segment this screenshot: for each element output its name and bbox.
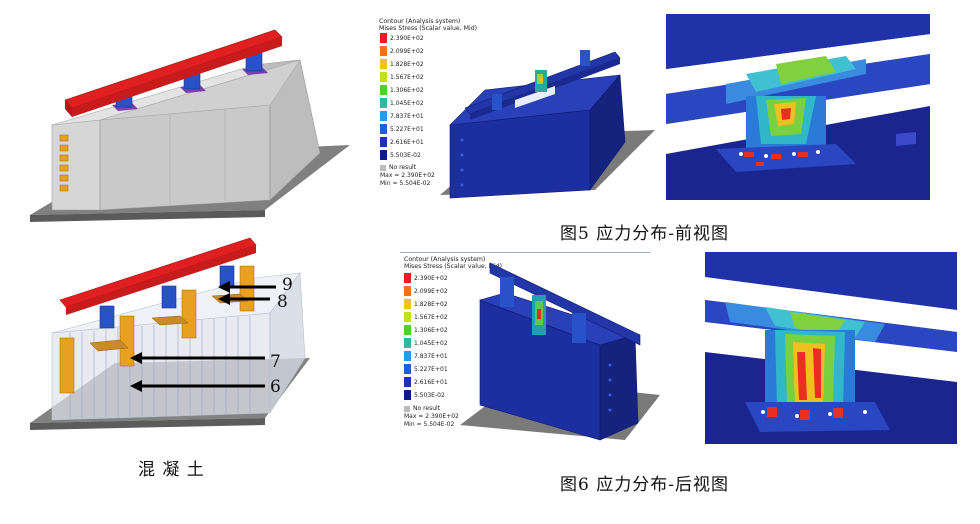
callout-6: 6 (270, 377, 281, 397)
callout-7: 7 (270, 352, 281, 372)
callout-8: 8 (277, 292, 288, 312)
fig5-model-front (440, 50, 655, 199)
callout-9: 9 (282, 275, 293, 295)
caption-fig6: 图6 应力分布-后视图 (560, 475, 729, 495)
fig6-model-rear (460, 262, 660, 441)
caption-concrete: 混 凝 土 (138, 460, 205, 480)
caption-fig5: 图5 应力分布-前视图 (560, 224, 729, 244)
fig5-zoom-detail (666, 14, 930, 200)
fig6-legend-title: Contour (Analysis system) Mises Stress (… (404, 256, 503, 270)
fig5-legend-title: Contour (Analysis system) Mises Stress (… (379, 18, 478, 32)
fig6-legend-foot: No result Max = 2.390E+02 Min = 5.504E-0… (404, 405, 459, 428)
fig6-zoom-detail (705, 252, 957, 444)
fig5-legend-foot: No result Max = 2.390E+02 Min = 5.504E-0… (380, 164, 435, 187)
barrier-model-transparent (30, 237, 310, 430)
barrier-model-solid (30, 29, 350, 222)
